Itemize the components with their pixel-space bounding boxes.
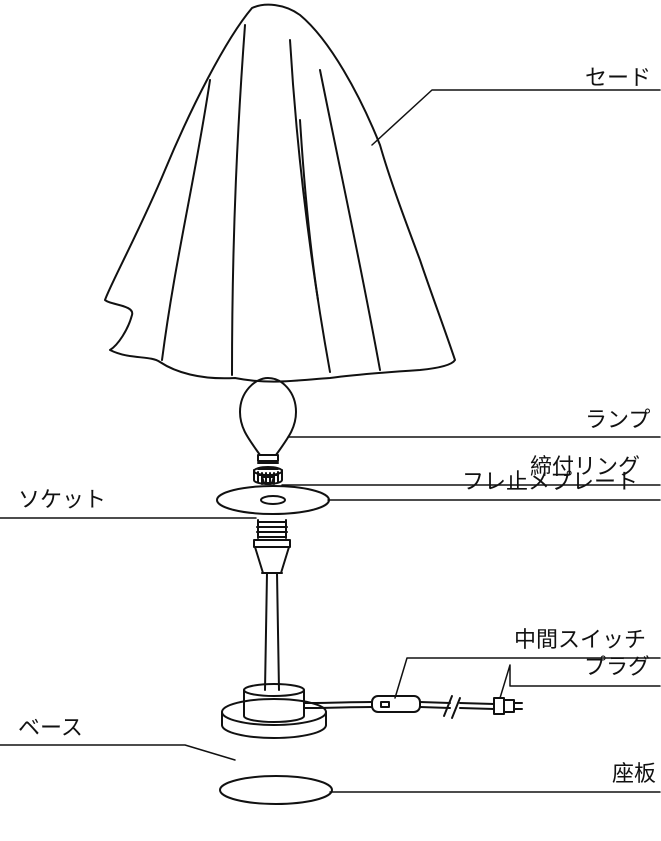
label-switch: 中間スイッチ — [514, 628, 647, 653]
label-plate: フレ止メプレート — [462, 470, 639, 495]
leader-shade — [371, 89, 661, 146]
leader-plug — [499, 664, 661, 699]
shade — [104, 3, 456, 383]
base-plate — [219, 775, 333, 805]
power-cord — [303, 695, 523, 719]
base — [221, 683, 327, 739]
leader-base — [0, 744, 236, 761]
label-base: ベース — [18, 716, 83, 741]
leader-lines — [0, 89, 661, 793]
label-base-plate: 座板 — [612, 762, 657, 787]
anti-wobble-plate — [216, 485, 330, 515]
tightening-ring — [253, 466, 283, 485]
leader-switch — [394, 657, 661, 699]
stem — [264, 572, 280, 691]
socket — [253, 519, 291, 574]
label-lamp: ランプ — [585, 408, 651, 433]
label-shade: セード — [585, 66, 652, 91]
label-plug: プラグ — [584, 655, 651, 680]
label-ring: 締付リング — [530, 455, 641, 480]
label-socket: ソケット — [18, 488, 107, 513]
